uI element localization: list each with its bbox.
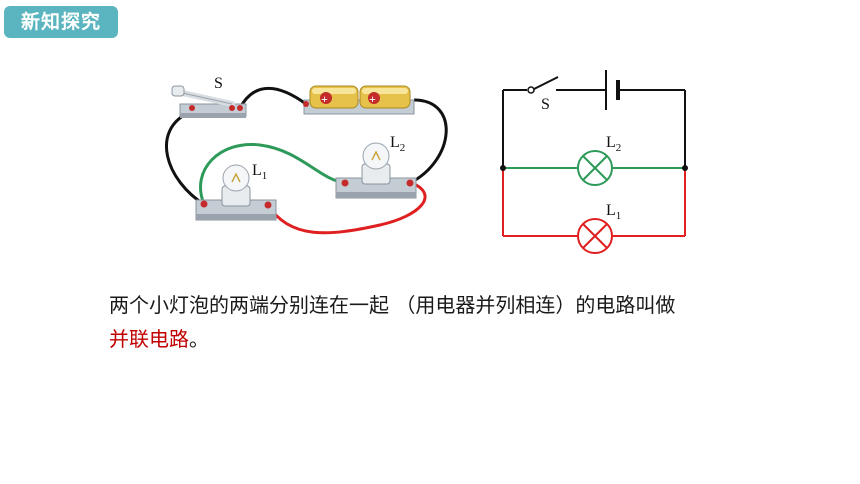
physical-lamp1-label: L1: [252, 162, 267, 182]
section-tag: 新知探究: [4, 6, 118, 38]
physical-lamp2-label: L2: [390, 134, 405, 154]
physical-switch-label: S: [214, 75, 223, 92]
schematic-diagram: S L2 L1: [500, 70, 688, 254]
schematic-lamp2-label: L2: [606, 134, 621, 154]
junction-left: [500, 165, 506, 171]
red-wire: [266, 181, 427, 235]
schematic-lamp1-label: L1: [606, 202, 621, 222]
battery-pack: + +: [303, 85, 415, 115]
green-wire: [199, 142, 346, 205]
black-wire-switch-lamp1: [164, 110, 206, 207]
definition-term: 并联电路: [109, 327, 189, 351]
schematic-switch-blade: [533, 76, 559, 90]
schematic-switch-label: S: [541, 96, 550, 113]
battery-plus-1: +: [321, 92, 328, 106]
knife-switch: [171, 85, 247, 118]
definition-text: 两个小灯泡的两端分别连在一起 （用电器并列相连）的电路叫做: [109, 293, 676, 317]
lamp2-holder: [335, 142, 417, 199]
definition-paragraph: 两个小灯泡的两端分别连在一起 （用电器并列相连）的电路叫做 并联电路。: [109, 288, 809, 356]
battery-plus-2: +: [369, 92, 376, 106]
physical-circuit: S + + L1: [164, 75, 448, 235]
definition-end: 。: [189, 327, 209, 351]
black-wire-switch-battery: [238, 86, 307, 109]
lamp1-holder: [195, 164, 277, 221]
black-wire-battery-lamp2: [409, 98, 448, 185]
junction-right: [682, 165, 688, 171]
